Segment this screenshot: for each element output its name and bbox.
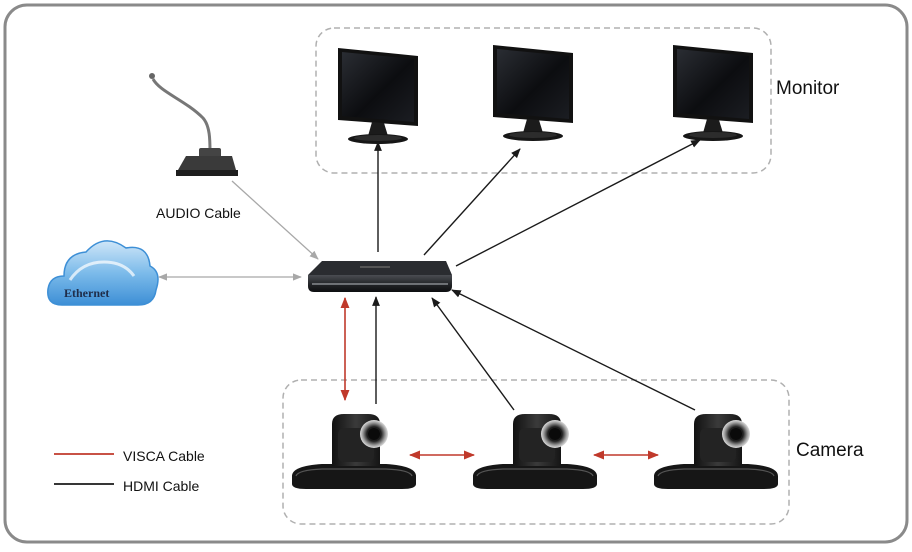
monitor-group-box — [315, 27, 772, 174]
hdmi-line-monitor-3 — [455, 139, 701, 267]
camera-group-box — [282, 379, 790, 525]
gooseneck-microphone-icon — [149, 73, 238, 176]
camera-group-label: Camera — [796, 440, 864, 461]
monitor-group-label: Monitor — [776, 78, 840, 99]
hdmi-line-camera-2 — [431, 297, 515, 411]
legend-visca-label: VISCA Cable — [123, 448, 205, 464]
ethernet-cloud-icon — [47, 240, 159, 306]
outer-frame — [3, 3, 909, 544]
ethernet-label: Ethernet — [64, 286, 110, 300]
audio-cable-line — [231, 180, 319, 260]
legend-hdmi-label: HDMI Cable — [123, 478, 200, 494]
hdmi-line-camera-3 — [451, 289, 696, 411]
hdmi-line-monitor-2 — [423, 148, 521, 256]
audio-cable-label: AUDIO Cable — [156, 205, 241, 221]
codec-box-icon — [308, 261, 452, 292]
